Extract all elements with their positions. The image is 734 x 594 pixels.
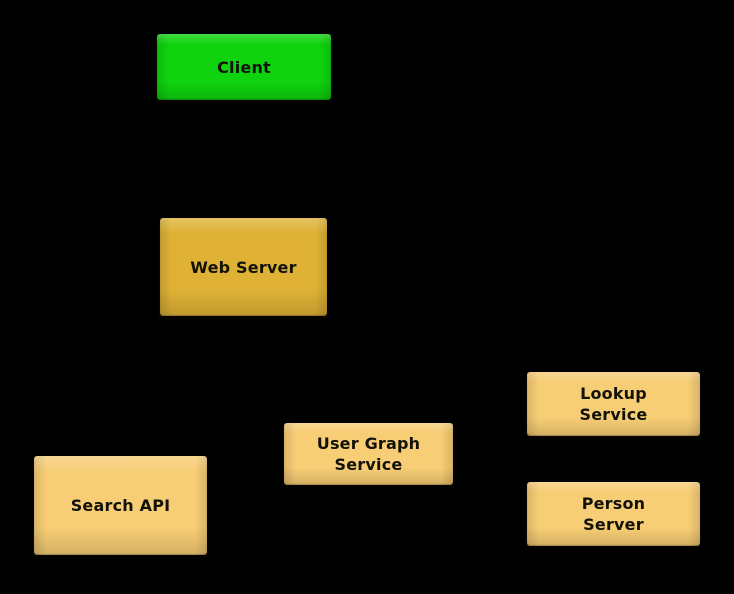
node-label: Client	[157, 57, 331, 78]
diagram-node-lookup-service: Lookup Service	[527, 372, 700, 436]
node-label: Lookup Service	[527, 383, 700, 425]
node-label: Web Server	[160, 257, 327, 278]
node-label-line: Web Server	[190, 257, 297, 277]
node-label-line: User Graph	[316, 434, 421, 453]
node-label: Person Server	[527, 493, 700, 535]
node-label: Search API	[34, 495, 207, 516]
node-label-line: Lookup	[580, 384, 647, 403]
node-label-line: Service	[579, 405, 648, 424]
node-label-line: Search API	[70, 496, 171, 515]
node-label: User Graph Service	[284, 433, 453, 475]
node-label-line: Service	[334, 455, 403, 474]
diagram-node-person-server: Person Server	[527, 482, 700, 546]
node-label-line: Client	[217, 57, 271, 77]
node-label-line: Server	[583, 515, 644, 534]
node-label-line: Person	[581, 494, 646, 513]
diagram-node-client: Client	[157, 34, 331, 100]
diagram-node-search-api: Search API	[34, 456, 207, 555]
diagram-node-user-graph-service: User Graph Service	[284, 423, 453, 485]
diagram-node-web-server: Web Server	[160, 218, 327, 316]
